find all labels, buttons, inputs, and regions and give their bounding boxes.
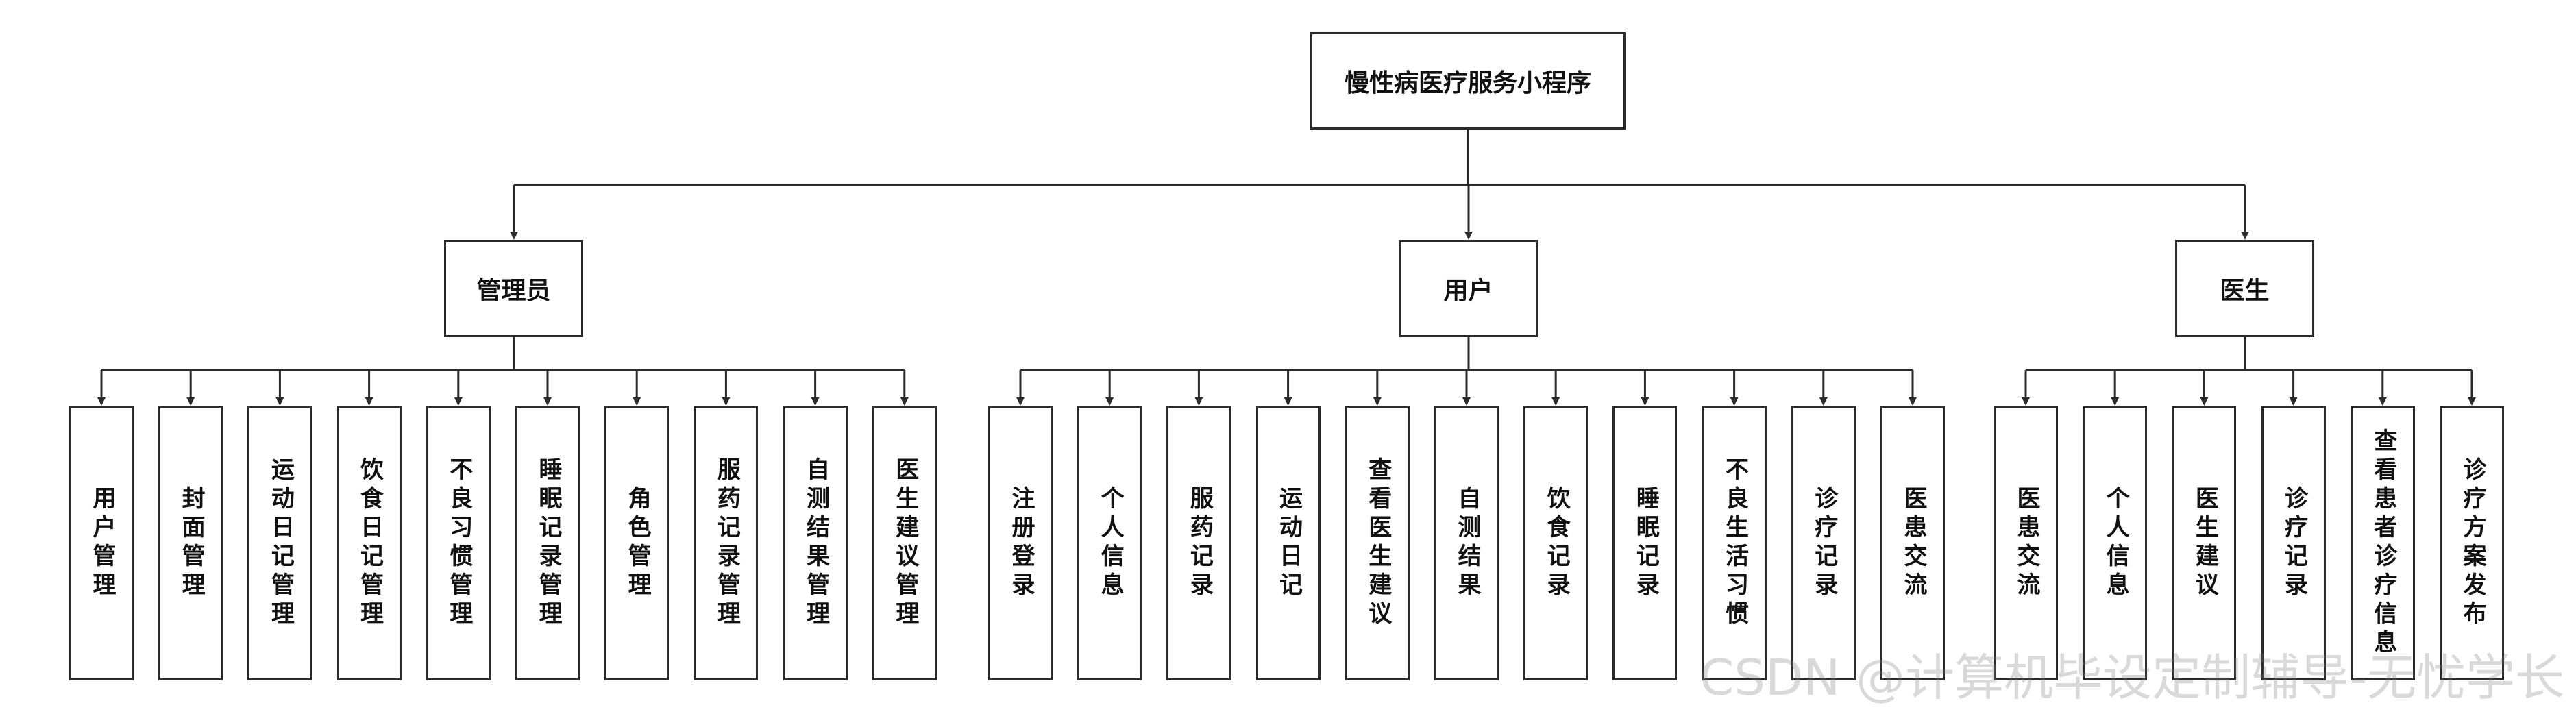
leaf-node: 自测结果管理 bbox=[783, 406, 848, 680]
leaf-node: 个人信息 bbox=[1077, 406, 1142, 680]
group-doctor: 医生 bbox=[2175, 240, 2314, 337]
leaf-node: 查看患者诊疗信息 bbox=[2350, 406, 2415, 680]
leaf-node: 个人信息 bbox=[2083, 406, 2148, 680]
leaf-node: 服药记录管理 bbox=[694, 406, 759, 680]
group-user: 用户 bbox=[1399, 240, 1538, 337]
leaf-node: 封面管理 bbox=[158, 406, 223, 680]
leaf-node: 诊疗记录 bbox=[1791, 406, 1856, 680]
leaf-node: 诊疗方案发布 bbox=[2440, 406, 2504, 680]
leaf-node: 角色管理 bbox=[604, 406, 670, 680]
leaf-node: 医患交流 bbox=[1880, 406, 1945, 680]
leaf-node: 运动日记 bbox=[1255, 406, 1321, 680]
leaf-node: 睡眠记录管理 bbox=[515, 406, 580, 680]
leaf-node: 用户管理 bbox=[69, 406, 134, 680]
leaf-node: 服药记录 bbox=[1166, 406, 1231, 680]
leaf-node: 自测结果 bbox=[1434, 406, 1499, 680]
leaf-node: 饮食日记管理 bbox=[336, 406, 402, 680]
leaf-node: 诊疗记录 bbox=[2261, 406, 2326, 680]
leaf-node: 注册登录 bbox=[988, 406, 1053, 680]
root-node: 慢性病医疗服务小程序 bbox=[1310, 32, 1626, 130]
leaf-node: 查看医生建议 bbox=[1345, 406, 1410, 680]
leaf-node: 医生建议 bbox=[2172, 406, 2237, 680]
watermark: CSDN @计算机毕设定制辅导-无忧学长 bbox=[1700, 649, 2565, 706]
leaf-node: 医患交流 bbox=[1994, 406, 2058, 680]
leaf-node: 不良习惯管理 bbox=[426, 406, 491, 680]
group-admin: 管理员 bbox=[444, 240, 583, 337]
leaf-node: 医生建议管理 bbox=[872, 406, 937, 680]
leaf-node: 饮食记录 bbox=[1523, 406, 1588, 680]
leaf-node: 不良生活习惯 bbox=[1702, 406, 1767, 680]
leaf-node: 运动日记管理 bbox=[247, 406, 312, 680]
leaf-node: 睡眠记录 bbox=[1612, 406, 1678, 680]
